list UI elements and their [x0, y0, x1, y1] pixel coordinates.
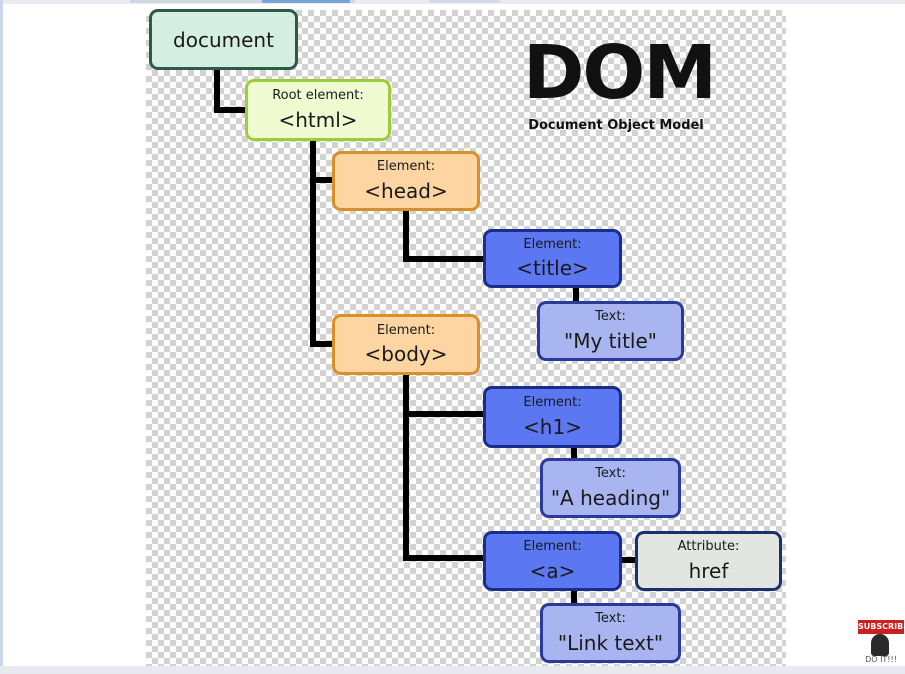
top-bar-segment [430, 0, 500, 3]
node-a-label: Element: [523, 539, 582, 555]
node-a-text: Text: "Link text" [540, 603, 681, 663]
node-head-tag: <head> [364, 178, 448, 203]
node-href-label: Attribute: [677, 539, 740, 555]
connector-html-head [310, 177, 335, 183]
connector-head-title-v [403, 209, 409, 262]
connector-body-h1 [403, 411, 486, 417]
node-title-tag: <title> [516, 256, 589, 281]
node-href-attribute: Attribute: href [635, 531, 782, 591]
connector-a-text [571, 589, 577, 605]
subscribe-button[interactable]: SUBSCRIBE [858, 620, 905, 634]
dom-subheading: Document Object Model [528, 118, 704, 133]
connector-document-html-v [214, 66, 220, 113]
left-edge-strip [0, 0, 3, 674]
connector-document-html-h [214, 107, 248, 113]
node-head: Element: <head> [332, 151, 480, 211]
node-a-text-value: "Link text" [557, 630, 664, 655]
node-title: Element: <title> [483, 229, 622, 288]
top-bar-active-segment [262, 0, 350, 3]
node-h1-label: Element: [523, 395, 582, 411]
node-head-label: Element: [376, 159, 436, 175]
node-body: Element: <body> [332, 314, 480, 375]
connector-head-title-h [403, 256, 486, 262]
channel-watermark: DO IT!!! [865, 655, 897, 664]
avatar-icon [871, 634, 889, 656]
connector-h1-text [571, 446, 577, 460]
connector-body-trunk [403, 374, 409, 561]
node-h1-text-value: "A heading" [550, 485, 671, 510]
node-h1: Element: <h1> [483, 386, 622, 448]
node-h1-text-label: Text: [595, 466, 626, 482]
node-html-label: Root element: [272, 88, 364, 104]
node-html-tag: <html> [278, 107, 358, 132]
node-h1-text: Text: "A heading" [540, 458, 681, 518]
node-document: document [149, 9, 298, 70]
node-href-value: href [688, 558, 729, 583]
node-a-text-label: Text: [595, 611, 626, 627]
node-a-tag: <a> [529, 558, 576, 583]
node-title-text-value: "My title" [564, 328, 657, 353]
connector-html-body [310, 341, 335, 347]
node-a: Element: <a> [483, 531, 622, 591]
window-bottom-bar [0, 666, 905, 674]
top-bar-segment [130, 0, 355, 3]
node-title-text: Text: "My title" [537, 301, 684, 361]
dom-heading: DOM [523, 30, 717, 116]
node-html: Root element: <html> [245, 79, 391, 141]
node-body-label: Element: [376, 322, 436, 338]
node-body-tag: <body> [364, 342, 448, 367]
node-document-tag: document [173, 27, 274, 52]
connector-body-a [403, 555, 486, 561]
connector-a-attribute [621, 557, 638, 563]
window-top-bar [0, 0, 905, 4]
connector-html-trunk [310, 139, 316, 347]
node-title-text-label: Text: [595, 309, 626, 325]
node-h1-tag: <h1> [523, 414, 582, 439]
node-title-label: Element: [523, 236, 582, 252]
connector-title-text [573, 286, 579, 303]
